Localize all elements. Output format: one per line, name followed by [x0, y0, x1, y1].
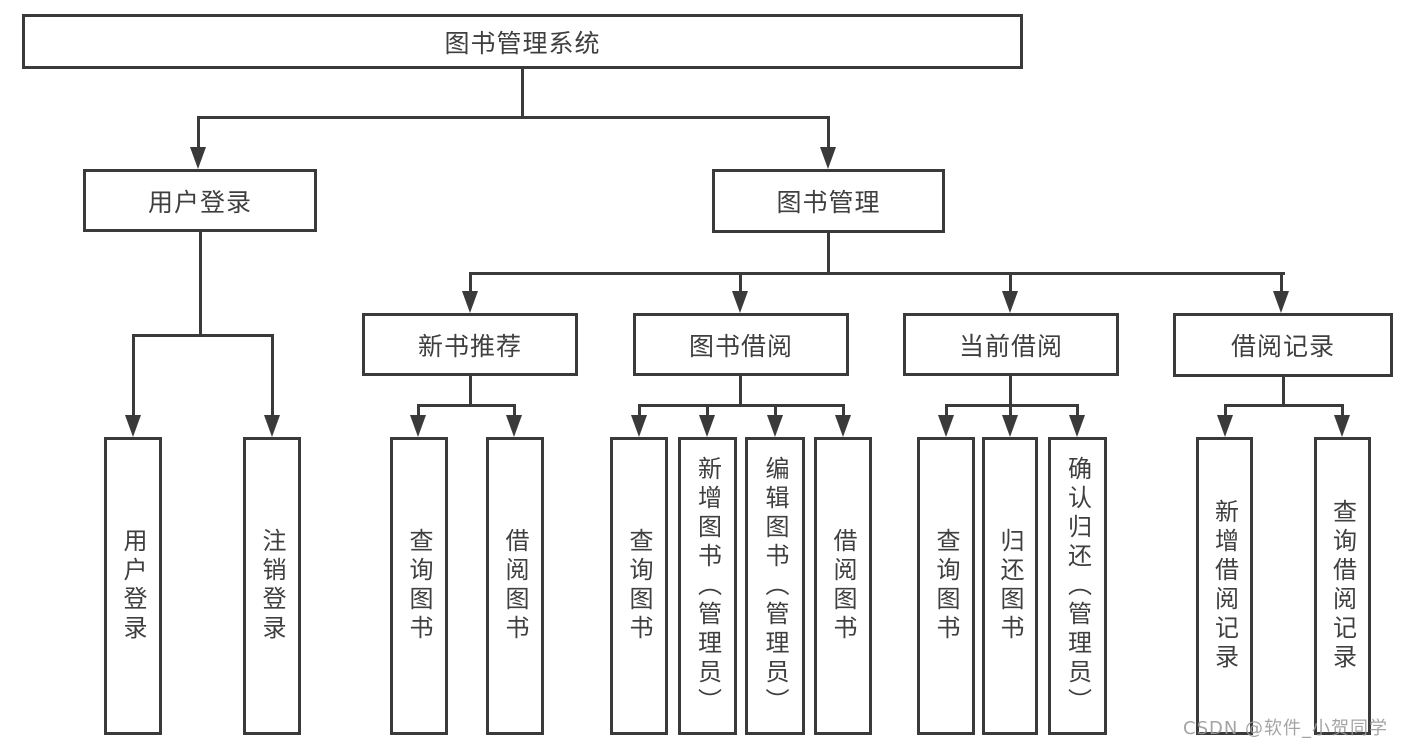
- connector-segment: [512, 405, 516, 418]
- node-label: 确认归还（管理员）: [1063, 455, 1092, 717]
- arrowhead-down-icon: [835, 415, 851, 437]
- arrowhead-down-icon: [1002, 291, 1018, 313]
- arrowhead-down-icon: [699, 415, 715, 437]
- connector-segment: [738, 273, 742, 294]
- arrowhead-down-icon: [732, 291, 748, 313]
- connector-segment: [416, 405, 420, 418]
- connector-segment: [131, 333, 274, 337]
- csdn-watermark: CSDN @软件_小贺同学: [1183, 718, 1389, 739]
- connector-segment: [1340, 405, 1344, 418]
- arrowhead-down-icon: [264, 415, 280, 437]
- node-leaf-return-book: 归还图书: [982, 437, 1038, 735]
- node-leaf-add-record: 新增借阅记录: [1196, 437, 1253, 735]
- node-leaf-confirm-return: 确认归还（管理员）: [1048, 437, 1107, 735]
- node-label: 借阅记录: [1230, 332, 1335, 361]
- arrowhead-down-icon: [506, 415, 522, 437]
- arrowhead-down-icon: [125, 415, 141, 437]
- node-label: 新增借阅记录: [1210, 499, 1239, 673]
- node-leaf-query-book-3: 查询图书: [917, 437, 975, 735]
- connector-segment: [196, 115, 830, 119]
- connector-segment: [944, 403, 1079, 407]
- connector-segment: [826, 117, 830, 150]
- node-label: 用户登录: [147, 187, 252, 217]
- node-book-management: 图书管理: [712, 169, 945, 233]
- connector-segment: [468, 271, 1285, 275]
- node-leaf-edit-book-admin: 编辑图书（管理员）: [745, 437, 805, 735]
- arrowhead-down-icon: [767, 415, 783, 437]
- connector-segment: [1075, 405, 1079, 418]
- connector-segment: [131, 335, 135, 418]
- connector-segment: [520, 69, 524, 117]
- connector-segment: [841, 405, 845, 418]
- node-label: 查询图书: [405, 528, 433, 644]
- connector-segment: [773, 405, 777, 418]
- node-system-root: 图书管理系统: [22, 14, 1023, 69]
- node-label: 借阅图书: [829, 528, 857, 644]
- connector-segment: [637, 405, 641, 418]
- connector-segment: [1223, 403, 1344, 407]
- node-label: 查询图书: [625, 528, 653, 644]
- node-leaf-query-book-1: 查询图书: [390, 437, 448, 735]
- node-leaf-borrow-book-2: 借阅图书: [814, 437, 872, 735]
- node-user-login: 用户登录: [83, 169, 317, 232]
- arrowhead-down-icon: [1217, 415, 1233, 437]
- arrowhead-down-icon: [1002, 415, 1018, 437]
- connector-segment: [1281, 377, 1285, 405]
- arrowhead-down-icon: [1069, 415, 1085, 437]
- arrowhead-down-icon: [938, 415, 954, 437]
- connector-segment: [198, 232, 202, 335]
- node-leaf-query-record: 查询借阅记录: [1314, 437, 1371, 735]
- node-leaf-borrow-book-1: 借阅图书: [486, 437, 544, 735]
- node-label: 当前借阅: [958, 331, 1063, 361]
- node-label: 图书管理: [776, 188, 881, 217]
- node-label: 归还图书: [996, 528, 1024, 644]
- arrowhead-down-icon: [190, 147, 206, 169]
- node-current-borrow: 当前借阅: [903, 313, 1119, 376]
- node-leaf-add-book-admin: 新增图书（管理员）: [678, 437, 737, 735]
- node-label: 新书推荐: [417, 331, 522, 361]
- node-label: 查询图书: [932, 528, 960, 644]
- connector-segment: [944, 405, 948, 418]
- connector-segment: [1223, 405, 1227, 418]
- arrowhead-down-icon: [631, 415, 647, 437]
- node-label: 用户登录: [119, 528, 147, 644]
- node-new-book-recommend: 新书推荐: [362, 313, 578, 376]
- connector-segment: [826, 233, 830, 273]
- connector-segment: [468, 273, 472, 294]
- node-leaf-logout: 注销登录: [243, 437, 301, 735]
- connector-segment: [1008, 273, 1012, 294]
- node-label: 借阅图书: [501, 528, 529, 644]
- connector-segment: [1008, 405, 1012, 418]
- node-leaf-query-book-2: 查询图书: [610, 437, 668, 735]
- connector-segment: [196, 117, 200, 150]
- arrowhead-down-icon: [462, 291, 478, 313]
- node-book-borrow: 图书借阅: [633, 313, 849, 376]
- arrowhead-down-icon: [1273, 291, 1289, 313]
- arrowhead-down-icon: [410, 415, 426, 437]
- connector-segment: [1279, 273, 1283, 294]
- node-borrow-records: 借阅记录: [1173, 313, 1393, 377]
- connector-segment: [738, 376, 742, 405]
- node-label: 图书借阅: [688, 331, 793, 361]
- node-label: 编辑图书（管理员）: [761, 455, 789, 717]
- node-label: 新增图书（管理员）: [693, 455, 722, 717]
- arrowhead-down-icon: [820, 147, 836, 169]
- arrowhead-down-icon: [1334, 415, 1350, 437]
- node-label: 查询借阅记录: [1328, 499, 1357, 673]
- connector-segment: [270, 335, 274, 418]
- node-leaf-user-login: 用户登录: [104, 437, 162, 735]
- connector-segment: [637, 403, 845, 407]
- node-label: 注销登录: [258, 528, 286, 644]
- connector-segment: [1008, 376, 1012, 405]
- node-label: 图书管理系统: [444, 28, 601, 58]
- connector-segment: [416, 403, 516, 407]
- connector-segment: [468, 376, 472, 405]
- connector-segment: [705, 405, 709, 418]
